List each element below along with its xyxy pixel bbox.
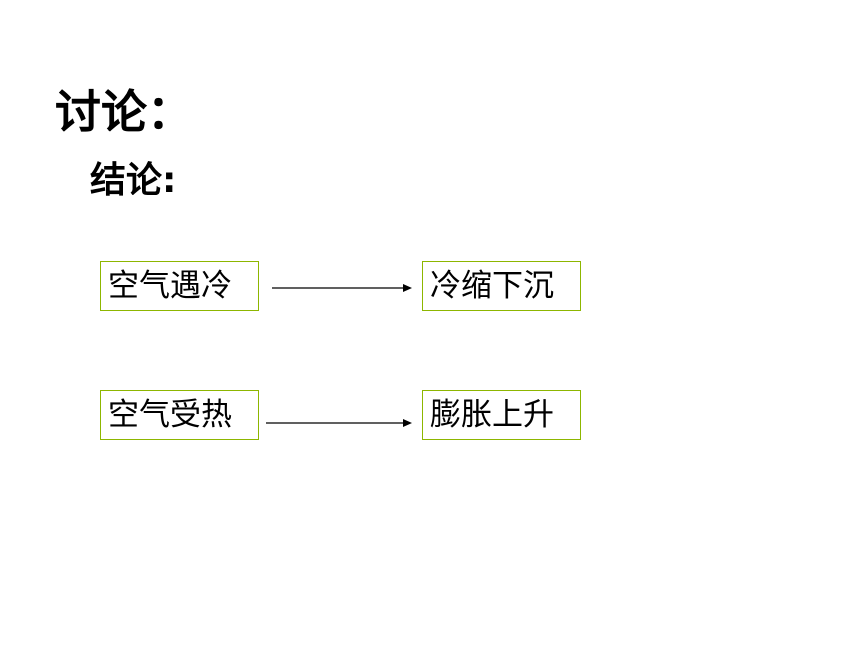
effect-label-contract-sink: 冷缩下沉 — [430, 268, 554, 304]
arrow-head — [403, 419, 412, 427]
cause-box-cold-air: 空气遇冷 — [100, 261, 259, 311]
effect-box-expand-rise: 膨胀上升 — [422, 390, 581, 440]
conclusion-heading: 结论: — [90, 160, 177, 201]
discussion-heading: 讨论： — [55, 85, 193, 139]
arrow-cold-to-sink — [272, 284, 412, 292]
cause-label-cold-air: 空气遇冷 — [108, 268, 232, 304]
cause-label-heated-air: 空气受热 — [108, 397, 232, 433]
effect-box-contract-sink: 冷缩下沉 — [422, 261, 581, 311]
effect-label-expand-rise: 膨胀上升 — [430, 397, 554, 433]
arrow-heat-to-rise — [266, 419, 412, 427]
cause-box-heated-air: 空气受热 — [100, 390, 259, 440]
arrow-head — [403, 284, 412, 292]
